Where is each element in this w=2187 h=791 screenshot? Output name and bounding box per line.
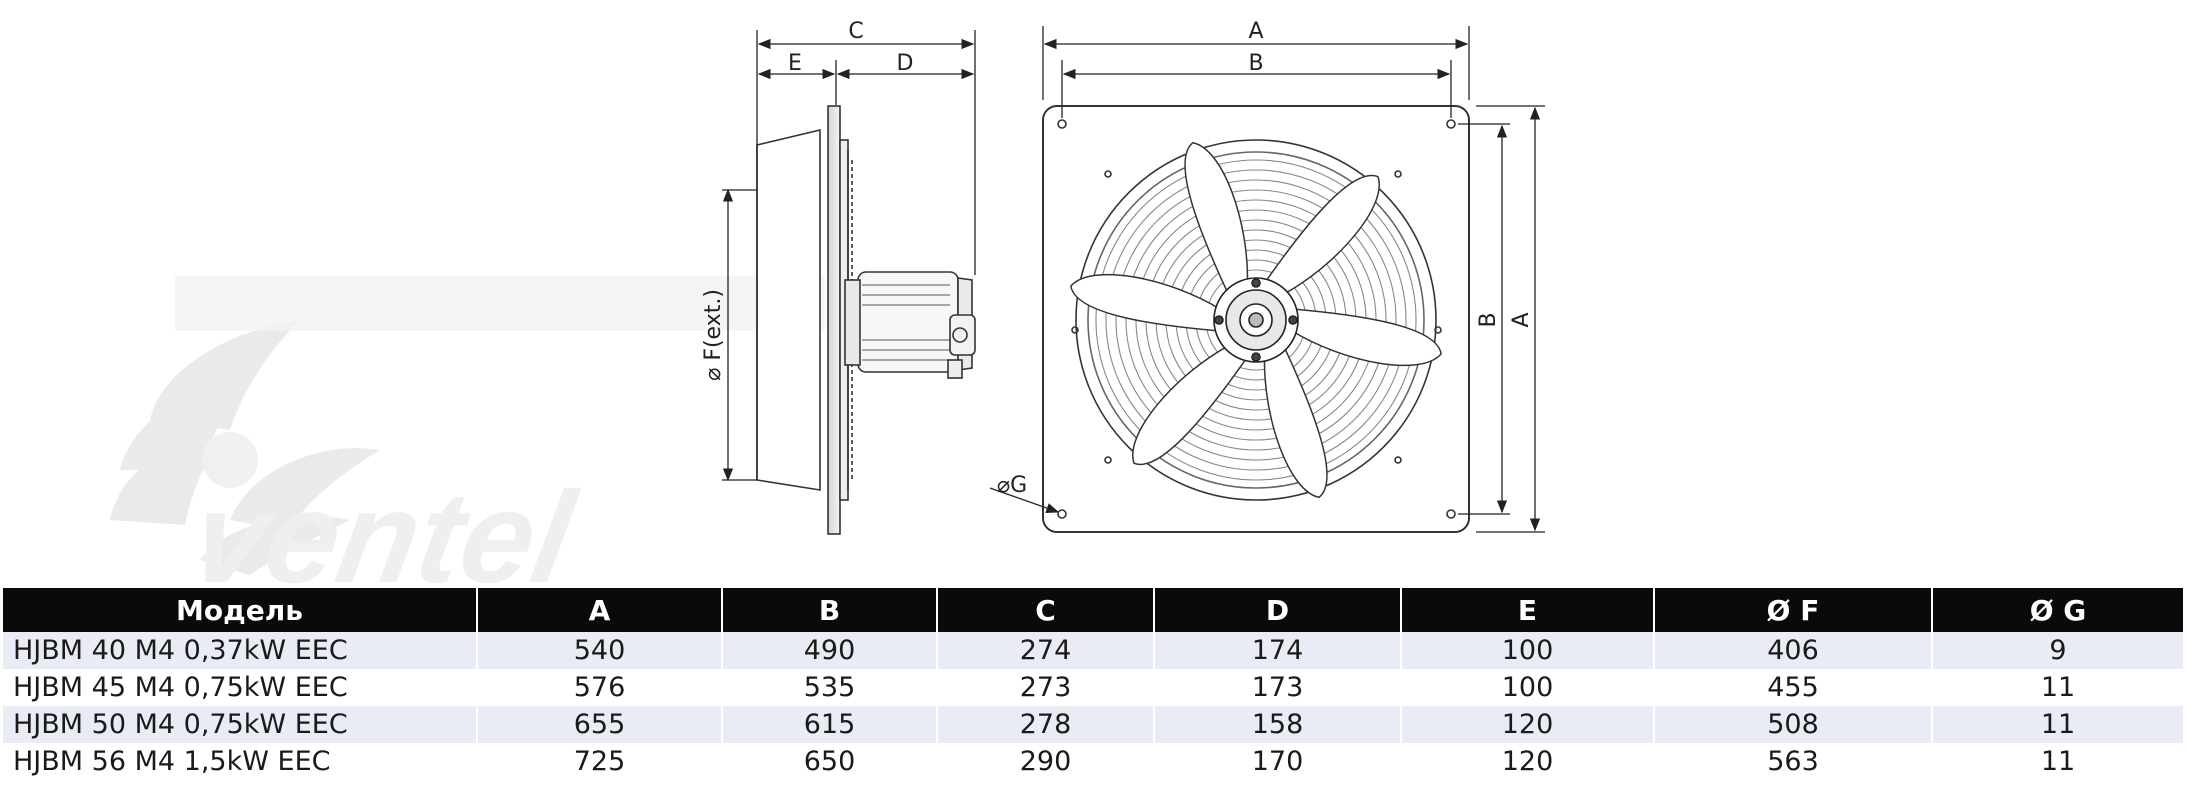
cell-f: 455 bbox=[1654, 669, 1933, 706]
table-row: HJBM 50 M4 0,75kW EEC 655 615 278 158 12… bbox=[3, 706, 2183, 743]
header-d: D bbox=[1154, 588, 1402, 632]
side-view bbox=[756, 105, 976, 535]
table-row: HJBM 56 M4 1,5kW EEC 725 650 290 170 120… bbox=[3, 743, 2183, 780]
dim-label-e-side: E bbox=[788, 51, 802, 76]
fan-hub bbox=[1213, 277, 1299, 363]
cell-a: 725 bbox=[477, 743, 723, 780]
cell-d: 170 bbox=[1154, 743, 1402, 780]
dim-label-d-side: D bbox=[897, 51, 914, 76]
cell-c: 290 bbox=[937, 743, 1155, 780]
cell-c: 274 bbox=[937, 632, 1155, 669]
dimensions-table: Модель A B C D E Ø F Ø G HJBM 40 M4 0,37… bbox=[3, 588, 2183, 780]
cell-a: 540 bbox=[477, 632, 723, 669]
cell-g: 11 bbox=[1932, 743, 2183, 780]
cell-g: 11 bbox=[1932, 706, 2183, 743]
cell-b: 490 bbox=[722, 632, 938, 669]
header-g: Ø G bbox=[1932, 588, 2183, 632]
fan-logo-icon bbox=[110, 320, 380, 575]
dim-label-b-top: B bbox=[1248, 51, 1263, 76]
side-view-dimensions bbox=[722, 30, 976, 482]
cell-b: 535 bbox=[722, 669, 938, 706]
cell-e: 120 bbox=[1401, 706, 1655, 743]
cell-b: 615 bbox=[722, 706, 938, 743]
cell-c: 273 bbox=[937, 669, 1155, 706]
header-a: A bbox=[477, 588, 723, 632]
watermark-text: ventel bbox=[182, 464, 586, 585]
cell-g: 11 bbox=[1932, 669, 2183, 706]
header-model: Модель bbox=[3, 588, 478, 632]
cell-d: 173 bbox=[1154, 669, 1402, 706]
fan-blades bbox=[1070, 141, 1442, 499]
watermark-band bbox=[175, 276, 825, 331]
cell-a: 655 bbox=[477, 706, 723, 743]
cell-e: 100 bbox=[1401, 669, 1655, 706]
dim-label-a-top: A bbox=[1248, 19, 1263, 44]
dim-label-a-right: A bbox=[1509, 312, 1534, 327]
cell-f: 406 bbox=[1654, 632, 1933, 669]
cell-model: HJBM 40 M4 0,37kW EEC bbox=[3, 632, 478, 669]
dim-label-g: ⌀G bbox=[997, 473, 1027, 498]
cell-e: 120 bbox=[1401, 743, 1655, 780]
cell-f: 508 bbox=[1654, 706, 1933, 743]
cell-d: 174 bbox=[1154, 632, 1402, 669]
cell-c: 278 bbox=[937, 706, 1155, 743]
cell-g: 9 bbox=[1932, 632, 2183, 669]
table-row: HJBM 40 M4 0,37kW EEC 540 490 274 174 10… bbox=[3, 632, 2183, 669]
header-b: B bbox=[722, 588, 938, 632]
header-e: E bbox=[1401, 588, 1655, 632]
cell-e: 100 bbox=[1401, 632, 1655, 669]
dim-label-b-right: B bbox=[1476, 312, 1501, 327]
cell-b: 650 bbox=[722, 743, 938, 780]
cell-model: HJBM 45 M4 0,75kW EEC bbox=[3, 669, 478, 706]
cell-f: 563 bbox=[1654, 743, 1933, 780]
dim-label-f-side: ⌀ F(ext.) bbox=[701, 289, 726, 381]
technical-drawing: ventel bbox=[110, 19, 1545, 585]
front-view-dimensions bbox=[989, 26, 1545, 533]
watermark-logo: ventel bbox=[110, 320, 586, 585]
dim-label-c-side: C bbox=[848, 19, 863, 44]
header-c: C bbox=[937, 588, 1155, 632]
cell-a: 576 bbox=[477, 669, 723, 706]
table-row: HJBM 45 M4 0,75kW EEC 576 535 273 173 10… bbox=[3, 669, 2183, 706]
cell-d: 158 bbox=[1154, 706, 1402, 743]
table-header-row: Модель A B C D E Ø F Ø G bbox=[3, 588, 2183, 632]
header-f: Ø F bbox=[1654, 588, 1933, 632]
cell-model: HJBM 56 M4 1,5kW EEC bbox=[3, 743, 478, 780]
cell-model: HJBM 50 M4 0,75kW EEC bbox=[3, 706, 478, 743]
